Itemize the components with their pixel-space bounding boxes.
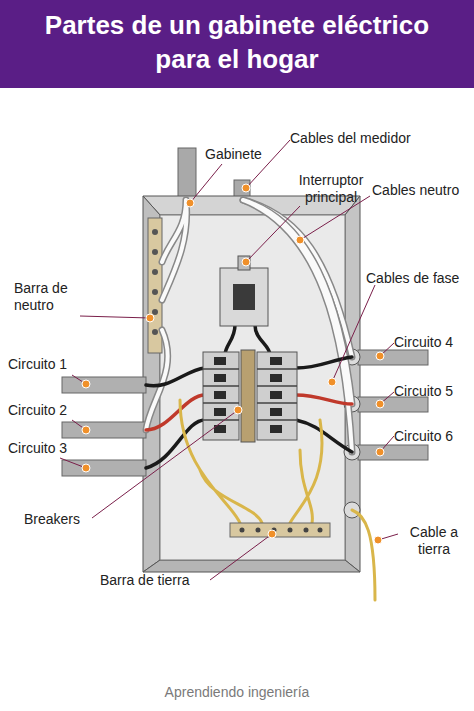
screw (152, 289, 158, 295)
part-label: Cable a tierra (396, 524, 472, 558)
breakers (203, 350, 297, 442)
leader-dot (82, 426, 90, 434)
leader-dot (376, 400, 384, 408)
leader-dot (374, 536, 382, 544)
screw (152, 329, 158, 335)
part-label: Cables del medidor (290, 130, 411, 147)
circuit-label: Circuito 3 (8, 440, 67, 457)
part-label: Barra de neutro (14, 280, 94, 314)
title: Partes de un gabinete eléctrico para el … (40, 8, 434, 76)
leader-dot (234, 406, 242, 414)
neutral-wire-outline (146, 200, 352, 452)
leader-dot (268, 530, 276, 538)
circuit-conduit (358, 350, 428, 365)
circuit-conduit (62, 460, 146, 476)
leader-dots (82, 184, 384, 544)
leader-lines (60, 140, 398, 580)
part-label: Barra de tierra (100, 572, 189, 589)
bus-bar (241, 350, 255, 442)
screw (152, 229, 158, 235)
screw (152, 249, 158, 255)
neutral-wire (146, 200, 352, 452)
leader-line (210, 534, 272, 580)
leader-dot (296, 236, 304, 244)
part-label: Cables de fase (366, 270, 459, 287)
screw (152, 269, 158, 275)
circuit-label: Circuito 1 (8, 356, 67, 373)
main-breaker-switch (233, 284, 255, 310)
part-label: Cables neutro (372, 182, 459, 199)
part-label: Gabinete (205, 146, 262, 163)
breaker-toggle (214, 357, 282, 433)
leader-dot (186, 199, 194, 207)
ground-bar (230, 523, 330, 537)
leader-dot (82, 380, 90, 388)
circuit-label: Circuito 2 (8, 402, 67, 419)
circuit-conduit (358, 397, 428, 412)
leader-dot (82, 464, 90, 472)
leader-dot (242, 184, 250, 192)
wires (146, 200, 375, 600)
circuit-label: Circuito 6 (394, 428, 453, 445)
circuit-conduit (358, 445, 428, 460)
part-label: Breakers (24, 511, 80, 528)
main-breaker-body (220, 268, 268, 326)
main-terminal (238, 256, 250, 270)
watermark: Aprendiendo ingeniería (0, 684, 474, 701)
left-conduits (62, 377, 146, 476)
main-breaker (220, 256, 268, 326)
circuit-conduit (62, 377, 146, 393)
ground-bar (230, 523, 330, 537)
leader-line (190, 164, 222, 203)
leader-line (246, 206, 300, 262)
circuit-label: Circuito 5 (394, 383, 453, 400)
cabinet-bottom (143, 560, 360, 572)
circuit-conduit (62, 422, 146, 438)
screw (242, 528, 320, 533)
screw (152, 309, 158, 315)
leader-dot (376, 448, 384, 456)
leader-dot (242, 258, 250, 266)
leader-dot (328, 378, 336, 386)
cabinet (143, 196, 360, 572)
leader-line (80, 316, 150, 318)
part-label: Interruptor principal (276, 172, 386, 206)
leader-line (332, 285, 375, 382)
meter-conduit (178, 148, 196, 200)
leader-line (92, 410, 238, 518)
leader-dot (146, 314, 154, 322)
leader-dot (376, 352, 384, 360)
circuit-label: Circuito 4 (394, 334, 453, 351)
